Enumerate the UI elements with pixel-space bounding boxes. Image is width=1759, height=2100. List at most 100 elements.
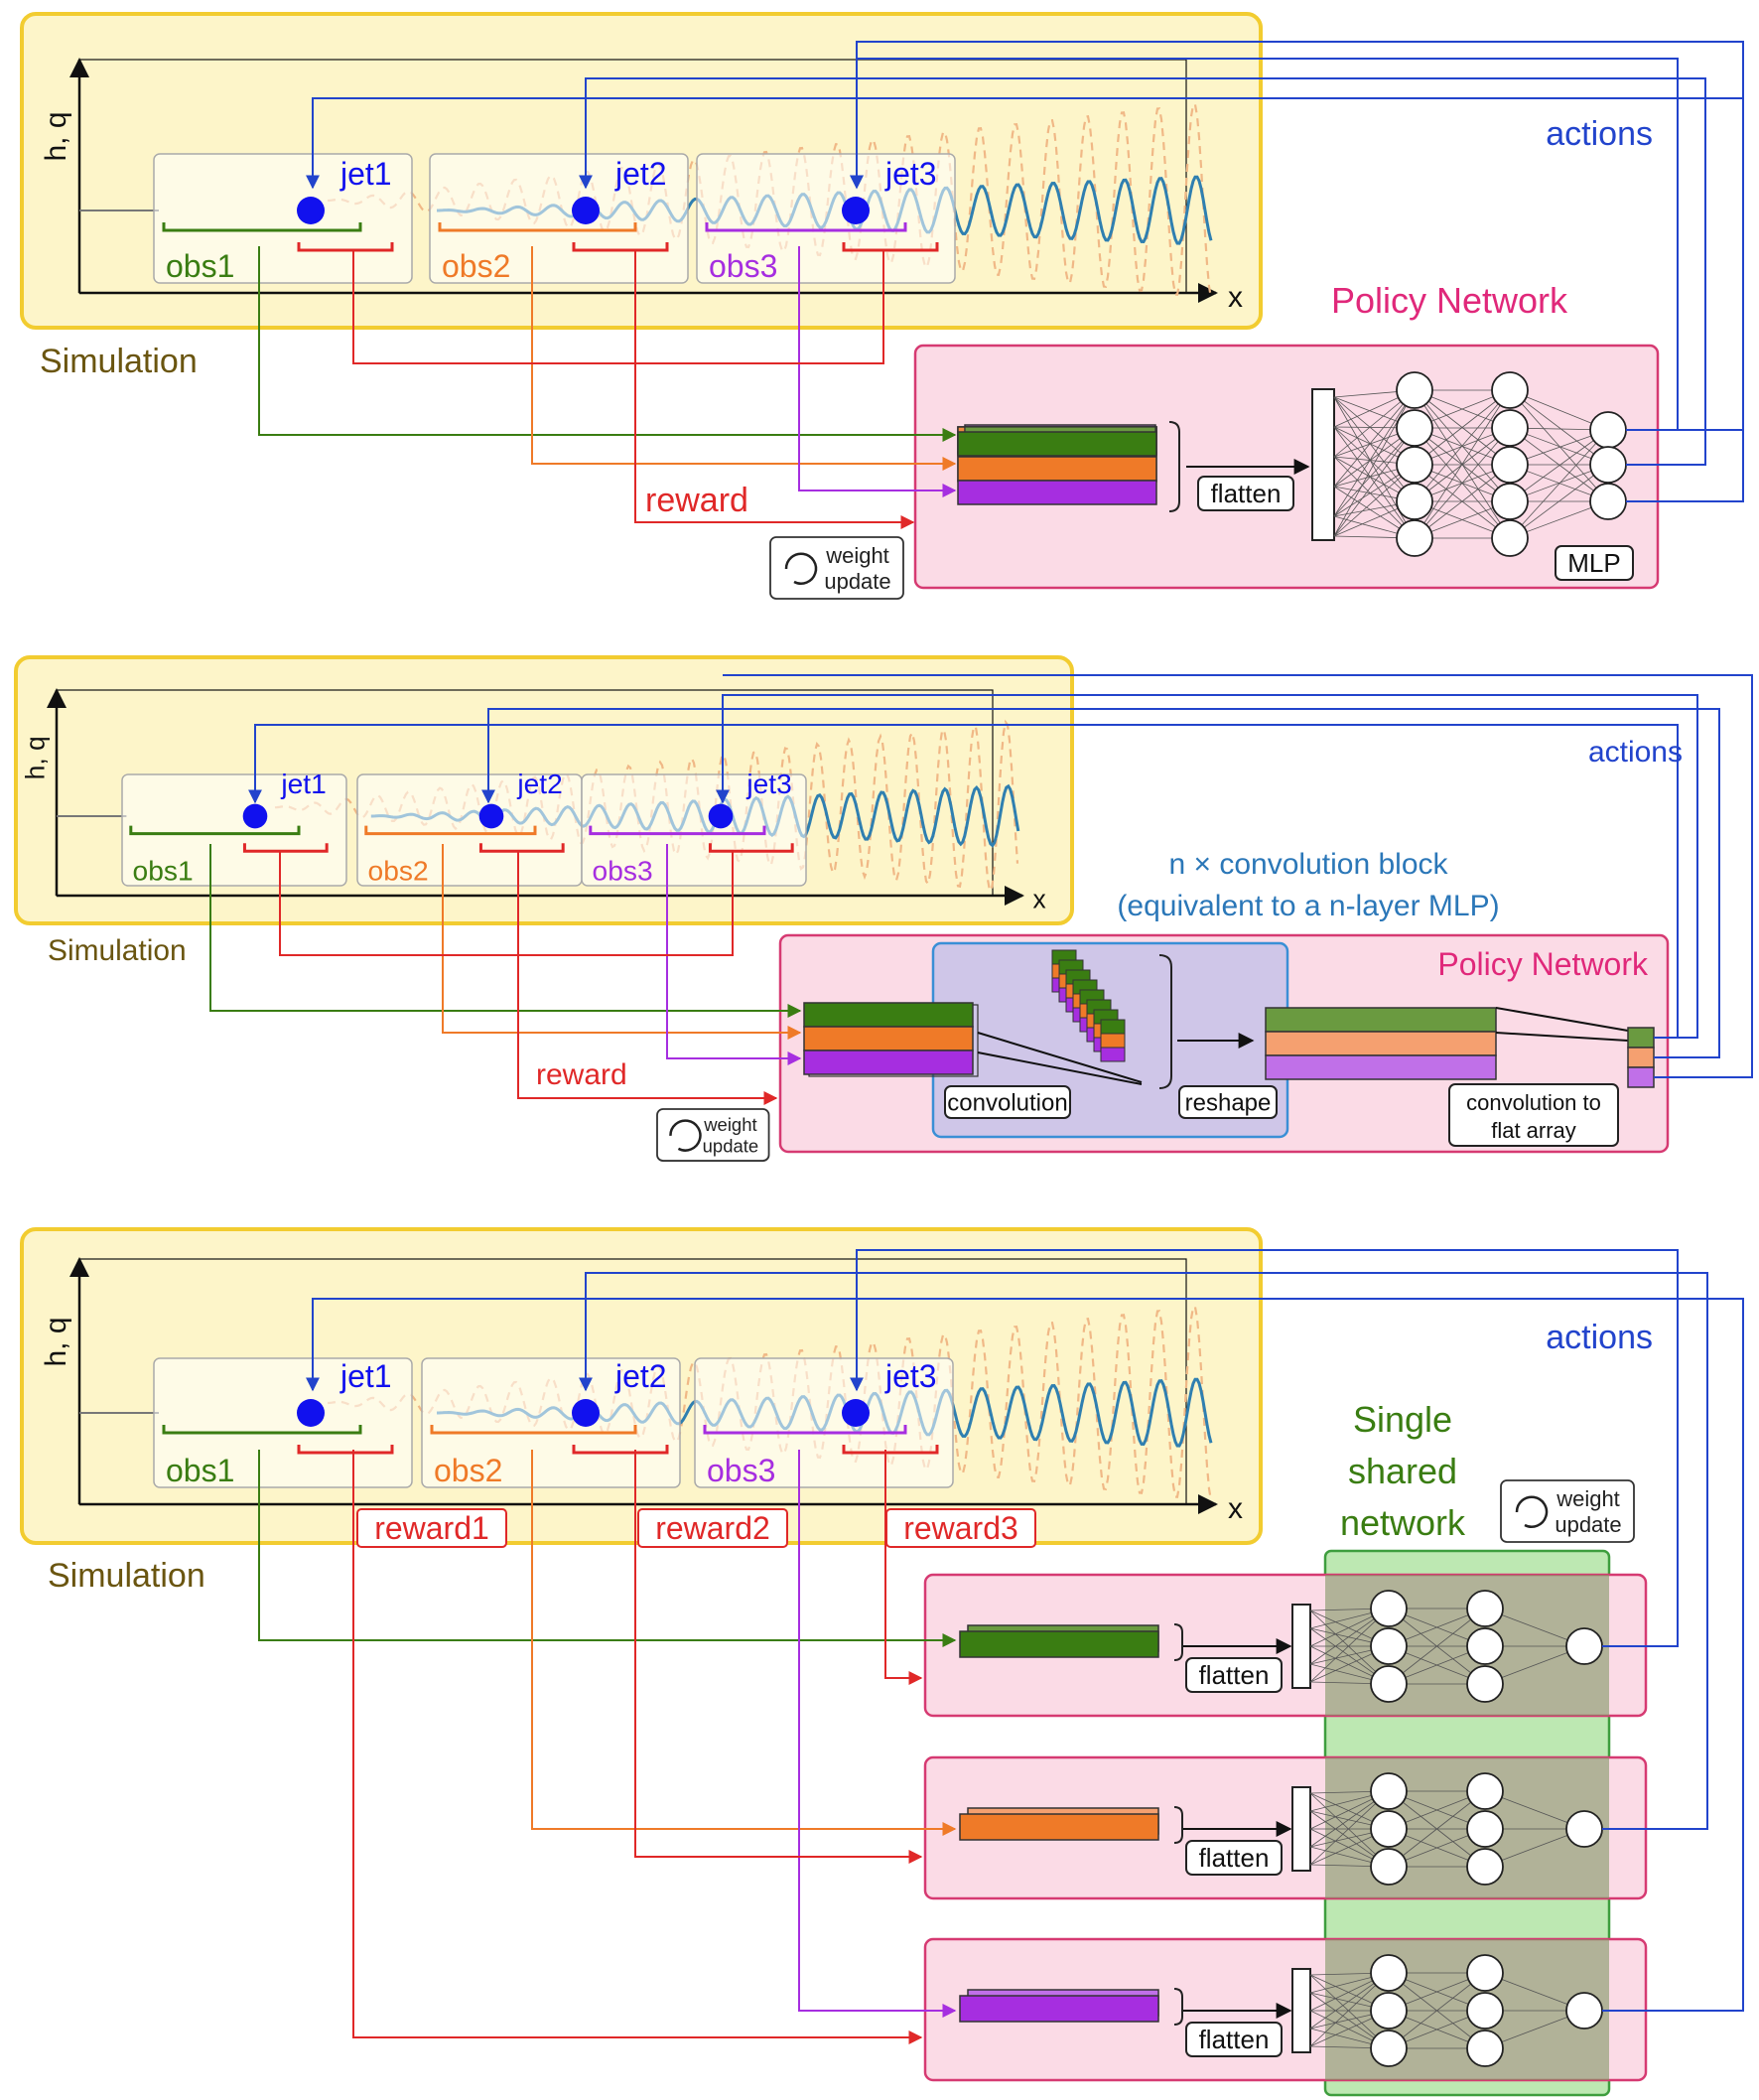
input-obs3	[803, 1050, 974, 1075]
reshaped-obs3	[1265, 1054, 1497, 1080]
flatten-label: flatten	[1211, 479, 1282, 508]
flatten-brace	[1168, 421, 1180, 512]
shared-layer2-3-node-3	[1466, 2030, 1504, 2067]
shared-layer2-2-node-2	[1466, 1810, 1504, 1848]
shared-output-1-node-1	[1565, 1627, 1603, 1665]
reward3-line	[884, 1450, 923, 1685]
shared-link	[1388, 1972, 1486, 2049]
obs-label-1: obs1	[166, 248, 234, 284]
x-axis-label: x	[1033, 884, 1046, 913]
reshaped-obs2	[1265, 1031, 1497, 1056]
obs-brace-2	[438, 222, 637, 232]
shared-layer2-1-node-1	[1466, 1590, 1504, 1627]
jet-label-1: jet1	[280, 769, 326, 799]
plot-frame	[78, 59, 1187, 294]
reward-label: reward	[536, 1058, 627, 1091]
flat-projection-1	[1495, 1007, 1629, 1032]
mlp-link	[1414, 427, 1511, 539]
panel-3-shared-network: h, qxSimulationjet1obs1jet2obs2jet3obs3r…	[20, 1227, 1744, 2097]
mlp-link	[1333, 396, 1416, 502]
mlp-link	[1333, 389, 1416, 517]
convolution-label: convolution	[947, 1089, 1067, 1116]
mlp-layer1-node-3	[1396, 446, 1433, 484]
environment-box-2	[421, 1357, 681, 1488]
jet-label-1: jet1	[339, 156, 392, 192]
actions-label: actions	[1588, 736, 1683, 769]
mlp-link	[1509, 464, 1609, 539]
mlp-layer2-node-5	[1491, 519, 1529, 557]
output-action-2	[1627, 1047, 1655, 1068]
flat-layer-3	[1291, 1968, 1311, 2053]
shared-layer1-2-node-3	[1370, 1848, 1408, 1886]
obs-brace-3	[589, 825, 766, 836]
obs-label-3: obs3	[709, 248, 777, 284]
obs-brace-1	[162, 1425, 362, 1435]
conv-flat-box	[1448, 1083, 1619, 1147]
jet-label-1: jet1	[339, 1358, 392, 1394]
reward-line	[634, 250, 915, 529]
reshaped-obs1	[1265, 1007, 1497, 1033]
obs3-line	[666, 844, 802, 1065]
obs3-line	[798, 1450, 957, 2018]
input-front-1	[959, 1630, 1159, 1658]
flatten-2-label: flatten	[1199, 1843, 1270, 1873]
wave-q-dashed	[274, 719, 1019, 893]
mlp-layer2-node-2	[1491, 409, 1529, 447]
shared-layer1-3-node-2	[1370, 1992, 1408, 2030]
shared-layer2-1-node-2	[1466, 1627, 1504, 1665]
reward-label-2: reward2	[655, 1510, 770, 1546]
flatten-3-box	[1185, 2022, 1283, 2057]
jet-3	[708, 803, 734, 829]
weight-label: weight	[703, 1114, 756, 1135]
panel-1-mlp-policy: h, qxSimulationjet1obs1jet2obs2jet3obs3P…	[20, 12, 1744, 600]
environment-box-3	[581, 773, 807, 887]
reward2-line	[634, 1450, 923, 1864]
kernel-obs2-7	[1100, 1033, 1126, 1049]
mlp-box	[1555, 545, 1634, 581]
shared-link	[1388, 1790, 1486, 1868]
jet-label-2: jet2	[516, 769, 562, 799]
update-label: update	[824, 569, 890, 594]
obs-label-1: obs1	[133, 856, 194, 887]
mlp-output-node-2	[1589, 446, 1627, 484]
flat-layer-1	[1291, 1604, 1311, 1689]
flatten-3-label: flatten	[1199, 2025, 1270, 2054]
jet-1	[297, 197, 325, 224]
reward-brace-3	[842, 242, 939, 252]
shared-output-2-node-1	[1565, 1810, 1603, 1848]
mlp-link	[1414, 389, 1511, 539]
conv-block-title: n × convolution block	[1168, 848, 1448, 881]
weight-label: weight	[825, 543, 889, 568]
reward-bus	[279, 852, 734, 956]
action-line-2	[579, 77, 1706, 466]
environment-box-3	[694, 1357, 954, 1488]
mlp-link	[1414, 464, 1511, 539]
reward-label-1: reward1	[374, 1510, 489, 1546]
input-obs1	[803, 1002, 974, 1028]
shared-layer1-1-node-1	[1370, 1590, 1408, 1627]
reward-label: reward	[645, 482, 748, 519]
obs1-line	[258, 246, 957, 442]
obs-brace-2	[430, 1425, 637, 1435]
reward-brace-3	[842, 1445, 939, 1455]
input-obs2	[803, 1026, 974, 1051]
x-axis-label: x	[1228, 281, 1243, 314]
jet-3	[842, 197, 870, 224]
mlp-link	[1333, 427, 1416, 517]
reward-bus-1-3	[352, 250, 884, 364]
actions-label: actions	[1546, 115, 1653, 153]
obs-label-2: obs2	[368, 856, 429, 887]
mlp-link	[1414, 389, 1511, 466]
reward-brace-1	[242, 843, 329, 853]
simulation-label: Simulation	[48, 934, 187, 967]
mlp-layer2-node-4	[1491, 483, 1529, 520]
jet-3	[842, 1399, 870, 1427]
action-line-3b	[850, 41, 1744, 431]
flatten-brace-2	[1173, 1806, 1183, 1844]
jet-label-2: jet2	[614, 156, 667, 192]
mlp-link	[1333, 427, 1416, 537]
shared-layer2-2-node-1	[1466, 1772, 1504, 1810]
shared-layer1-2-node-2	[1370, 1810, 1408, 1848]
jet-1	[242, 803, 268, 829]
y-axis-label: h, q	[21, 736, 51, 779]
